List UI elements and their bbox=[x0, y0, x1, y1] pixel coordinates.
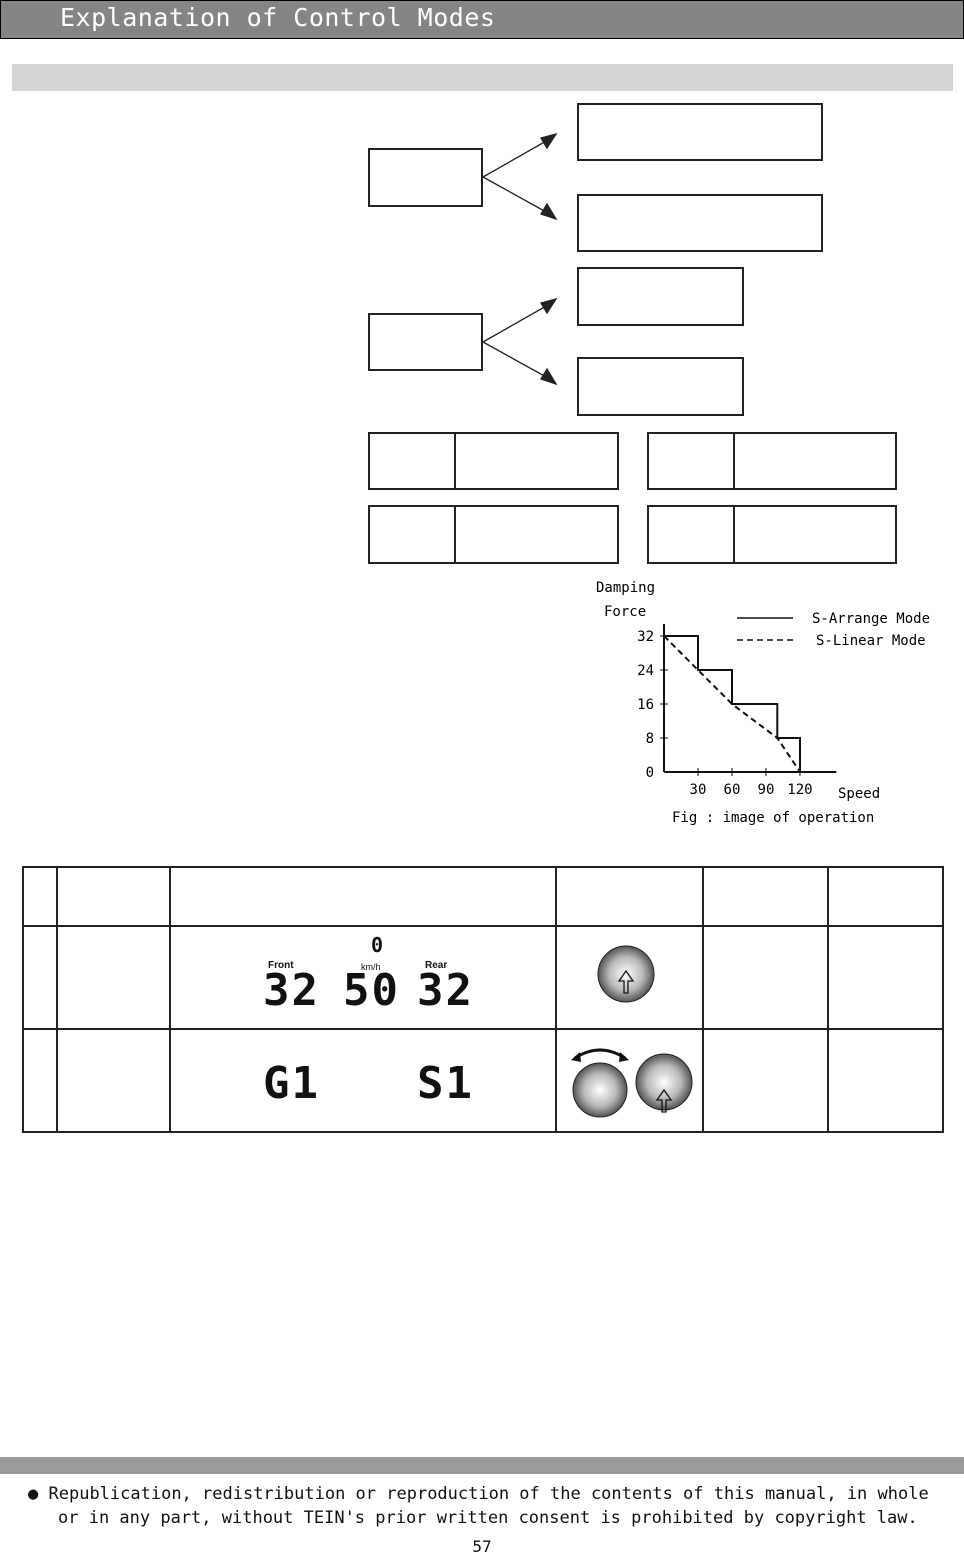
display-cell-2: G1 S1 bbox=[169, 1028, 557, 1133]
table-row: G1 S1 bbox=[22, 1028, 944, 1133]
chart-x-tick-label: 30 bbox=[690, 782, 707, 798]
chart-series-linear-line bbox=[663, 635, 801, 773]
arrowhead-2b bbox=[540, 367, 558, 386]
legend-label-linear: S-Linear Mode bbox=[816, 633, 926, 649]
knob-rotate-press-icon bbox=[571, 1048, 693, 1118]
arrow-line-1b bbox=[482, 176, 549, 214]
lcd-speed-unit: km/h bbox=[361, 962, 381, 972]
split-box-2 bbox=[647, 432, 897, 490]
lcd-rear-label: Rear bbox=[425, 960, 448, 971]
lcd-display-1: Front Rear 0 km/h 32 50 32 bbox=[259, 933, 499, 1016]
footer-bar bbox=[0, 1457, 964, 1474]
diagram-arrows bbox=[482, 132, 558, 386]
lcd-speed-top: 0 bbox=[371, 933, 386, 957]
copyright-notice: ● Republication, redistribution or repro… bbox=[28, 1482, 929, 1530]
diagram-target-box-2a bbox=[577, 267, 744, 326]
split-box-3 bbox=[368, 505, 619, 564]
lcd-s-value: S1 bbox=[417, 1058, 474, 1109]
chart-ylabel-line1: Damping bbox=[596, 580, 655, 596]
lcd-front-label: Front bbox=[268, 960, 294, 971]
display-cell-1: Front Rear 0 km/h 32 50 32 bbox=[169, 925, 557, 1030]
mode-table: Front Rear 0 km/h 32 50 32 bbox=[22, 866, 944, 1133]
copyright-line-1: ● Republication, redistribution or repro… bbox=[28, 1484, 929, 1504]
chart-y-tick-label: 16 bbox=[637, 697, 654, 713]
diagram-target-box-2b bbox=[577, 357, 744, 416]
diagram-source-box-1 bbox=[368, 148, 483, 207]
page-number: 57 bbox=[472, 1537, 492, 1556]
button-cell-2 bbox=[555, 1028, 704, 1133]
chart-caption: Fig : image of operation bbox=[672, 810, 874, 826]
knob-press-icon bbox=[597, 945, 655, 1003]
arrow-line-1a bbox=[482, 139, 549, 178]
chart-ylabel-line2: Force bbox=[604, 604, 646, 620]
chart-x-tick-label: 120 bbox=[787, 782, 812, 798]
diagram-target-box-1a bbox=[577, 103, 823, 161]
chart-y-tick-label: 0 bbox=[646, 765, 654, 781]
arrowhead-1b bbox=[540, 202, 558, 221]
lcd-speed-value: 50 bbox=[343, 965, 400, 1016]
lcd-rear-value: 32 bbox=[417, 965, 474, 1016]
button-cell-1 bbox=[555, 925, 704, 1030]
table-row: Front Rear 0 km/h 32 50 32 bbox=[22, 925, 944, 1030]
diagram-source-box-2 bbox=[368, 313, 483, 371]
chart-series-arrange-line bbox=[664, 635, 801, 772]
table-header-row bbox=[22, 866, 944, 927]
arrowhead-1a bbox=[539, 132, 558, 150]
page-title: Explanation of Control Modes bbox=[60, 3, 496, 32]
lcd-front-value: 32 bbox=[263, 965, 320, 1016]
chart-y-tick-label: 8 bbox=[646, 731, 654, 747]
arrow-line-2a bbox=[482, 304, 549, 343]
bullet-icon: ● bbox=[28, 1484, 39, 1504]
split-box-1 bbox=[368, 432, 619, 490]
arrow-line-2b bbox=[482, 341, 549, 379]
lcd-display-2: G1 S1 bbox=[259, 1050, 499, 1110]
lcd-g-value: G1 bbox=[263, 1058, 320, 1109]
chart-y-tick-label: 32 bbox=[637, 629, 654, 645]
chart-x-tick-label: 90 bbox=[758, 782, 775, 798]
arrowhead-2a bbox=[539, 297, 558, 315]
diagram-target-box-1b bbox=[577, 194, 823, 252]
legend-label-arrange: S-Arrange Mode bbox=[812, 611, 930, 627]
section-bar bbox=[12, 64, 953, 91]
split-box-4 bbox=[647, 505, 897, 564]
chart-xlabel: Speed bbox=[838, 786, 880, 802]
page-header bbox=[0, 0, 964, 39]
chart-y-tick-label: 24 bbox=[637, 663, 654, 679]
copyright-line-2: or in any part, without TEIN's prior wri… bbox=[58, 1508, 918, 1528]
chart-x-tick-label: 60 bbox=[724, 782, 741, 798]
damping-force-chart: Damping Force Speed Fig : image of opera… bbox=[596, 580, 930, 826]
